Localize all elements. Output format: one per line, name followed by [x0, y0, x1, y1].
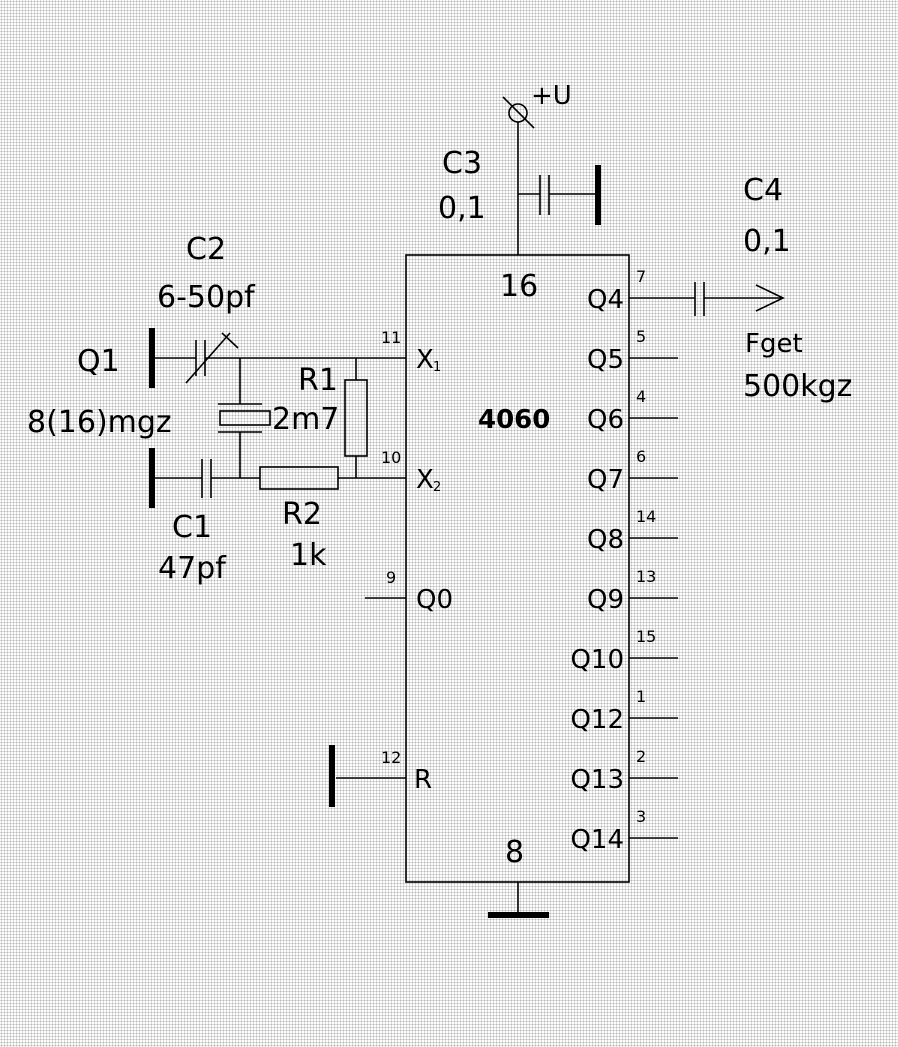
supply-terminal [502, 96, 535, 255]
output-label: Q5 [587, 345, 624, 375]
ic-part-number: 4060 [478, 405, 550, 435]
output-pin-number: 5 [636, 327, 646, 346]
r2-ref: R2 [282, 497, 322, 532]
output-pin-number: 7 [636, 267, 646, 286]
vcc-pin-number: 16 [500, 269, 538, 304]
output-label: Q13 [570, 765, 624, 795]
output-pin-stubs [629, 297, 695, 839]
x2-pin-number: 10 [381, 448, 401, 467]
capacitor-c3 [518, 165, 601, 225]
output-pin-number: 13 [636, 567, 656, 586]
output-signal-value: 500kgz [743, 369, 852, 404]
output-pin-number: 3 [636, 807, 646, 826]
output-signal-name: Fget [745, 329, 803, 359]
output-pin-number: 2 [636, 747, 646, 766]
x2-label: X [416, 465, 434, 495]
trimmer-capacitor-c2 [152, 332, 356, 384]
r2-value: 1k [290, 538, 327, 573]
q0-pin-number: 9 [386, 568, 396, 587]
c1-value: 47pf [158, 551, 227, 586]
c3-ref: C3 [442, 146, 482, 181]
x1-pin-number: 11 [381, 328, 401, 347]
capacitor-c1 [152, 459, 260, 498]
resistor-r2 [259, 466, 339, 490]
output-pin-number: 14 [636, 507, 656, 526]
c4-ref: C4 [743, 173, 783, 208]
output-label: Q6 [587, 405, 624, 435]
output-label: Q14 [570, 825, 624, 855]
output-pin-number: 1 [636, 687, 646, 706]
crystal-q1 [218, 358, 271, 478]
output-label: Q10 [570, 645, 624, 675]
output-pin-number: 4 [636, 387, 646, 406]
output-pin-number: 6 [636, 447, 646, 466]
q1-value: 8(16)mgz [27, 405, 172, 440]
gnd-pin-number: 8 [505, 835, 524, 870]
c4-value: 0,1 [743, 224, 791, 259]
q0-label: Q0 [416, 585, 453, 615]
output-label: Q8 [587, 525, 624, 555]
capacitor-c4 [694, 282, 783, 316]
x1-label: X [416, 345, 434, 375]
q1-ref: Q1 [77, 344, 120, 379]
output-label: Q9 [587, 585, 624, 615]
output-label: Q4 [587, 285, 624, 315]
r-label: R [414, 765, 432, 795]
x2-subscript: 2 [433, 480, 441, 495]
output-pin-number: 15 [636, 627, 656, 646]
input-pin-stubs [336, 357, 406, 779]
c3-value: 0,1 [438, 191, 486, 226]
c2-value: 6-50pf [157, 280, 256, 315]
output-label: Q7 [587, 465, 624, 495]
resistor-r1 [344, 358, 368, 478]
x1-subscript: 1 [433, 360, 441, 375]
r1-value: 2m7 [272, 402, 339, 437]
output-arrow-icon [755, 284, 785, 312]
c2-ref: C2 [186, 232, 226, 267]
output-label: Q12 [570, 705, 624, 735]
supply-label: +U [531, 81, 572, 111]
c1-ref: C1 [172, 510, 212, 545]
r1-ref: R1 [298, 363, 338, 398]
ground-symbol [488, 882, 549, 918]
r-pin-number: 12 [381, 748, 401, 767]
